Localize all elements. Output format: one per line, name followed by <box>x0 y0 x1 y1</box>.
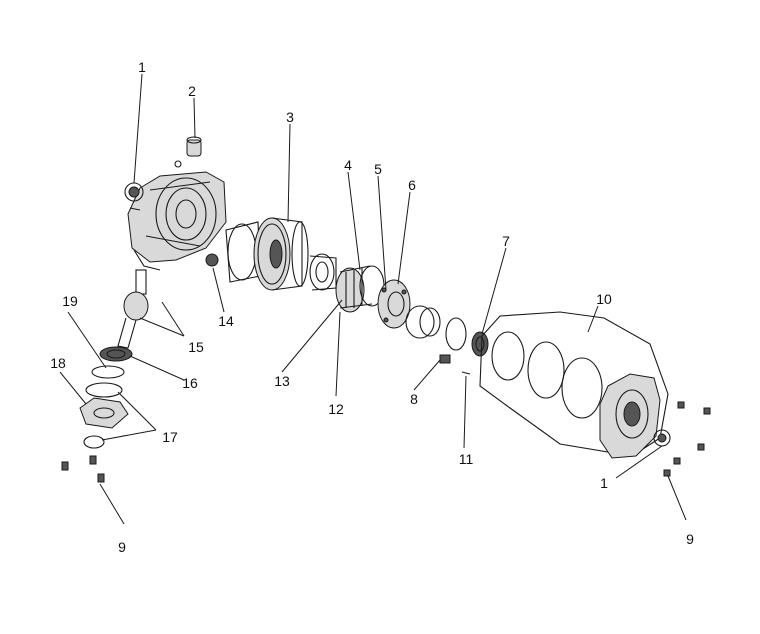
callout-16: 16 <box>182 375 198 391</box>
callout-11: 11 <box>459 451 474 467</box>
callout-14: 14 <box>218 313 234 329</box>
seal-part-1-left <box>124 182 144 202</box>
gasket-part-10 <box>479 311 669 457</box>
callout-15: 15 <box>188 339 204 355</box>
hub-plate-part-5-6 <box>377 279 411 329</box>
callout-12: 12 <box>328 401 344 417</box>
clutch-cage-part-12 <box>335 265 385 313</box>
callout-9-right: 9 <box>686 531 694 547</box>
callout-9-left: 9 <box>118 539 126 555</box>
callout-1-top: 1 <box>138 59 146 75</box>
pinion-shaft-part-15 <box>117 269 149 349</box>
pin-part-11 <box>461 371 471 375</box>
callout-13: 13 <box>274 373 290 389</box>
breather-part-2 <box>174 136 202 168</box>
callout-7: 7 <box>502 233 510 249</box>
callout-labels: 1 2 3 4 5 6 7 10 14 19 15 18 13 16 8 12 … <box>50 59 694 555</box>
seal-part-7 <box>471 331 489 357</box>
callout-2: 2 <box>188 83 196 99</box>
gear-part <box>405 305 467 351</box>
callout-17: 17 <box>162 429 178 445</box>
ring-gear-part-3 <box>225 217 309 291</box>
callout-6: 6 <box>408 177 416 193</box>
seal-part-1-right <box>653 429 671 447</box>
retainer-part-18 <box>79 397 129 429</box>
o-ring-part-19 <box>91 365 125 379</box>
nut-part-14 <box>205 253 219 267</box>
callout-3: 3 <box>286 109 294 125</box>
callout-10: 10 <box>596 291 612 307</box>
bolts-left-part-9 <box>61 455 105 483</box>
callout-18: 18 <box>50 355 66 371</box>
callout-8: 8 <box>410 391 418 407</box>
cover-housing <box>599 373 661 459</box>
callout-1-right: 1 <box>600 475 608 491</box>
callout-19: 19 <box>62 293 78 309</box>
bolt-part-8 <box>439 354 451 364</box>
seal-part-16 <box>99 346 133 362</box>
o-ring-part-17 <box>85 382 123 398</box>
callout-4: 4 <box>344 157 352 173</box>
leader-lines <box>59 73 687 525</box>
callout-5: 5 <box>374 161 382 177</box>
washer-part-17 <box>83 435 105 449</box>
bearing-part-13 <box>309 253 337 291</box>
gear-case-housing <box>127 171 227 271</box>
bolts-right-part-9 <box>663 401 711 477</box>
